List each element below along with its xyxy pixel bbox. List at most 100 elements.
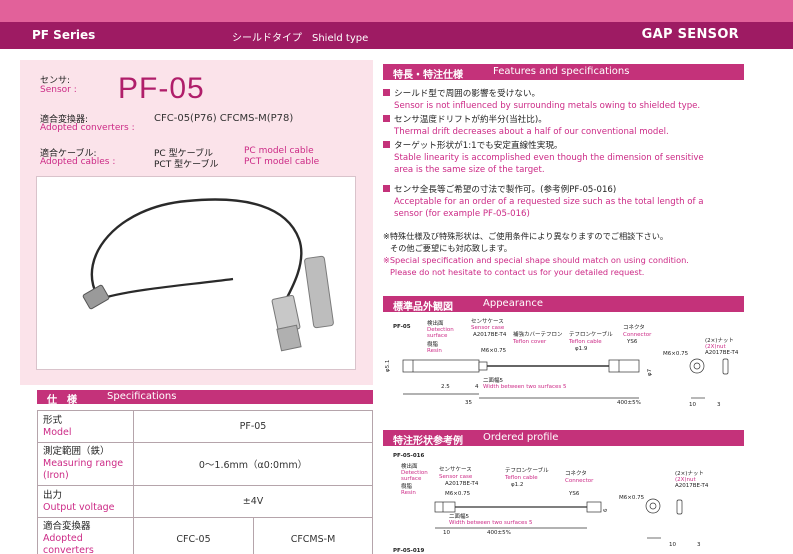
spec-value: ±4V [133,485,373,518]
ordered-connector-en: Connector [565,478,594,484]
nut-jp: (2×)ナット [705,337,734,344]
specs-heading-jp: 仕 様 [47,395,77,406]
spec-label-jp: 測定範囲（鉄） [43,446,110,457]
sensor-label-en: Sensor : [40,85,77,95]
ordered-model-label: PF-05-016 [393,453,424,459]
dim-total-length: 400±5% [617,400,641,406]
ordered-dim-10: 10 [443,530,450,536]
spec-label-en: Adopted converters [43,533,94,554]
spec-label-en: Output voltage [43,501,115,513]
ordered-flats-en: Width between two surfaces 5 [449,520,533,526]
sensor-case-material: A2017BE-T4 [473,332,507,338]
features-heading-jp: 特長・特注仕様 [393,70,463,81]
flats-jp: 二面幅5 [483,376,504,384]
spec-label-jp: 形式 [43,414,63,426]
feature-item: シールド型で周囲の影響を受けない。 Sensor is not influenc… [383,88,700,112]
ordered-cable-en: Teflon cable [504,475,538,481]
shield-type-label: シールドタイプ Shield type [232,33,369,44]
square-bullet-icon [383,89,390,96]
dim-7: φ7 [647,368,653,376]
ordered-drawing: PF-05-016 検出面 Detection surface 樹脂 Resin… [393,453,709,554]
teflon-cover-en: Teflon cover [512,339,547,345]
dim-2-5: 2.5 [441,384,450,390]
table-row: 測定範囲（鉄）Measuring range (Iron) 0～1.6mm（α0… [37,442,373,486]
dim-10: 10 [689,402,696,408]
ordered-resin-jp: 樹脂 [401,482,413,490]
teflon-cable-jp: テフロンケーブル [569,330,613,338]
appearance-model-label: PF-05 [393,324,411,330]
ordered-cable-jp: テフロンケーブル [505,466,549,474]
ordered-detection-en2: surface [401,476,422,482]
dim-phi: φ5.1 [385,360,391,372]
ordered-dim-length: 400±5% [487,530,511,536]
dim-4: 4 [475,384,479,390]
converters-label-en: Adopted converters : [40,123,135,133]
ordered-model2-label: PF-05-019 [393,548,424,554]
header-band: PF Series シールドタイプ Shield type GAP SENSOR [0,22,793,49]
detection-surface-jp: 検出面 [427,319,444,327]
teflon-cover-jp: 補強カバーテフロン [513,330,563,338]
ordered-cable-diameter: φ1.2 [511,482,523,488]
spec-label-jp: 適合変換器 [43,521,91,532]
square-bullet-icon [383,115,390,122]
cable-pct-jp: PCT 型ケーブル [154,160,219,170]
special-note-jp2: その他ご要望にも対応致します。 [390,243,512,253]
appearance-heading-jp: 標準品外観図 [393,302,453,313]
connector-en: Connector [623,332,652,338]
cable-pct-en: PCT model cable [244,157,320,167]
ordered-connector-model: YS6 [568,491,580,497]
ordered-detection-jp: 検出面 [401,462,418,470]
series-title: PF Series [32,28,96,42]
cables-label-jp: 適合ケーブル: [40,149,97,159]
appearance-heading: 標準品外観図 Appearance [383,296,744,313]
feature-item: ターゲット形状が1:1でも安定直線性実現。 Stable linearity i… [383,140,704,176]
special-note-en1: ※Special specification and special shape… [383,255,689,265]
special-note-jp1: ※特殊仕様及び特殊形状は、ご使用条件により異なりますのでご相談下さい。 [383,231,669,241]
nut-material: A2017BE-T4 [705,350,739,356]
converters-value: CFC-05(P76) CFCMS-M(P78) [154,113,294,124]
sensor-thread: M6×0.75 [481,348,507,354]
resin-en: Resin [427,348,442,354]
resin-jp: 樹脂 [427,340,439,348]
ordered-dim-6: 6 [603,508,609,512]
converters-label-jp: 適合変換器: [40,115,89,125]
square-bullet-icon [383,141,390,148]
sensor-case-en: Sensor case [471,325,505,331]
ordered-nut-jp: (2×)ナット [675,470,704,477]
cable-pc-en: PC model cable [244,146,314,156]
square-bullet-icon [383,185,390,192]
header-top-stripe [0,0,793,22]
ordered-detection-en1: Detection [401,470,428,476]
detection-surface-en1: Detection [427,327,454,333]
ordered-heading-en: Ordered profile [483,432,559,443]
ordered-dim-nut-3: 3 [697,542,701,548]
ordered-nut-material: A2017BE-T4 [675,483,709,489]
ordered-case-jp: センサケース [439,466,472,473]
nut-thread: M6×0.75 [663,351,689,357]
sensor-photo [36,176,356,370]
detection-surface-en2: surface [427,333,448,339]
model-title: PF-05 [118,72,205,105]
ordered-dim-nut-10: 10 [669,542,676,548]
dim-35: 35 [465,400,472,406]
spec-value: PF-05 [133,410,373,443]
spec-value-converter-a: CFC-05 [133,517,254,554]
ordered-nut-en: (2X)nut [675,477,697,483]
appearance-heading-en: Appearance [483,298,544,309]
spec-label-jp: 出力 [43,489,63,501]
appearance-drawing: PF-05 検出面 Detection surface 樹脂 Resin センサ… [385,318,739,408]
nut-en: (2X)nut [705,344,727,350]
cable-diameter: φ1.9 [575,346,588,352]
ordered-heading-jp: 特注形状参考例 [393,436,463,447]
ordered-resin-en: Resin [401,490,416,496]
specs-heading: 仕 様 Specifications [37,390,373,406]
features-heading-en: Features and specifications [493,66,630,77]
connector-jp: コネクタ [623,323,645,331]
cable-pc-jp: PC 型ケーブル [154,149,214,159]
teflon-cable-en: Teflon cable [568,339,602,345]
ordered-case-material: A2017BE-T4 [445,481,479,487]
